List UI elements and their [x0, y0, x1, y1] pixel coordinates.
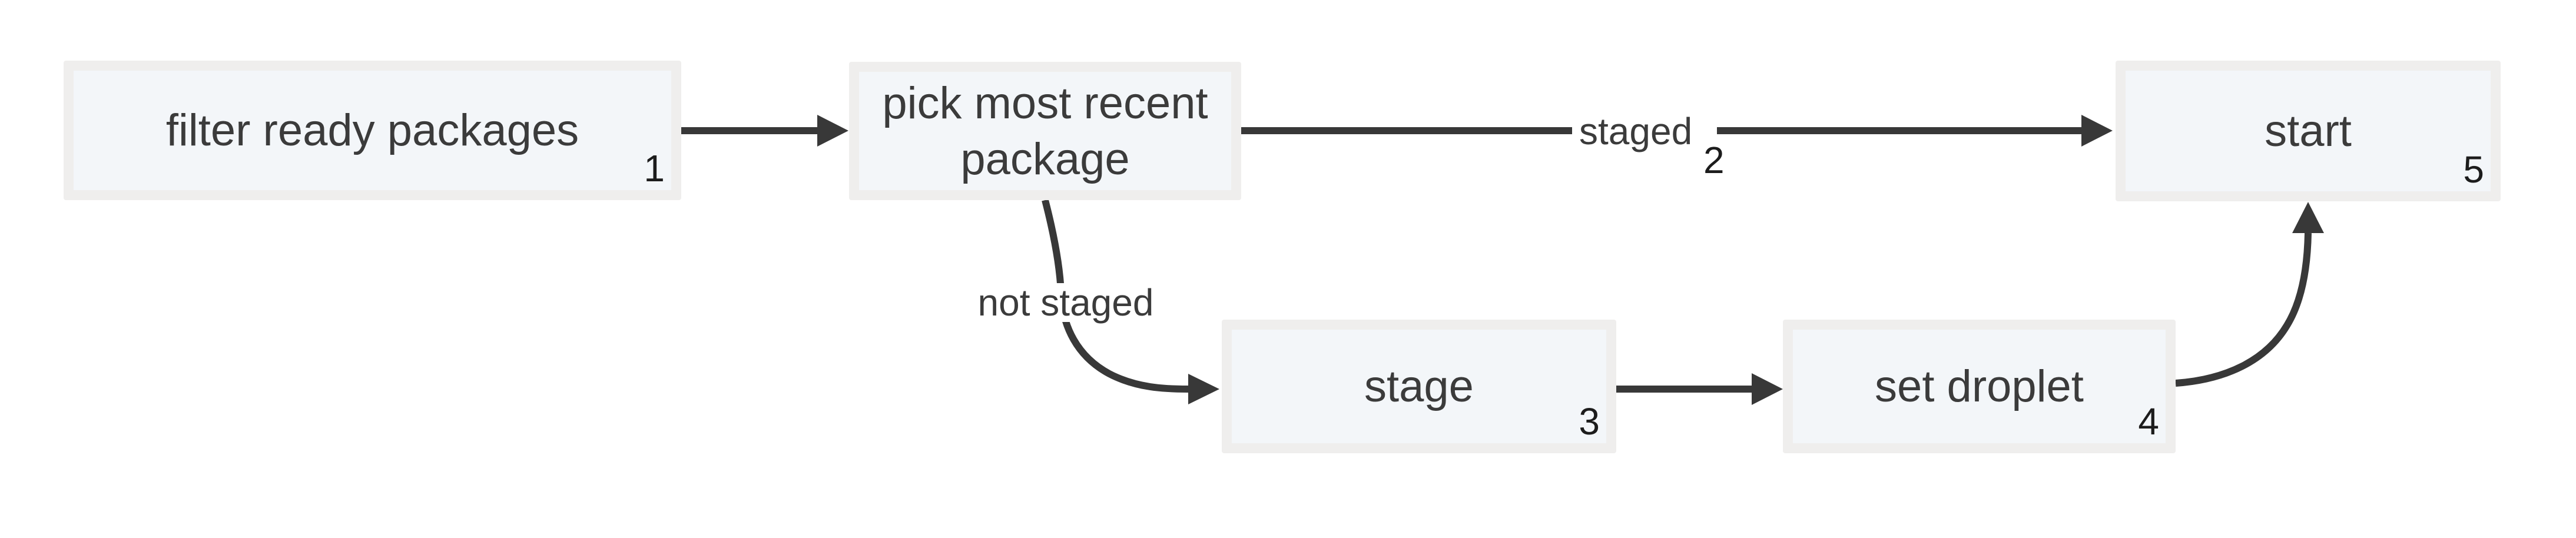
edge-staged-arrowhead	[2081, 115, 2113, 147]
node-set-droplet: set droplet 4	[1783, 320, 2176, 453]
node-start-number: 5	[2463, 148, 2484, 191]
node-pick-most-recent-package: pick most recent package	[849, 62, 1241, 200]
node-stage-label: stage	[1364, 361, 1474, 411]
node-start: start 5	[2116, 61, 2501, 201]
edge-number-staged: 2	[1703, 139, 1725, 181]
edge-stage-to-set-droplet-arrowhead	[1752, 373, 1783, 405]
node-set-droplet-number: 4	[2138, 400, 2159, 443]
node-pick-most-recent-package-label: pick most recent package	[882, 78, 1208, 184]
node-filter-ready-packages-number: 1	[644, 147, 665, 190]
edge-set-droplet-to-start-arrowhead	[2292, 202, 2324, 233]
node-start-label: start	[2265, 106, 2352, 156]
edge-set-droplet-to-start-line	[2175, 233, 2312, 387]
edge-not-staged-arrowhead	[1188, 374, 1219, 404]
node-stage-number: 3	[1579, 400, 1600, 443]
edge-label-staged: staged	[1572, 111, 1717, 152]
edge-label-not-staged: not staged	[972, 283, 1160, 322]
node-stage: stage 3	[1222, 320, 1616, 453]
node-set-droplet-label: set droplet	[1875, 361, 2084, 411]
edge-not-staged-line	[1042, 199, 1189, 393]
node-filter-ready-packages-label: filter ready packages	[165, 105, 579, 155]
edge-filter-to-pick-arrowhead	[817, 115, 848, 147]
node-filter-ready-packages: filter ready packages 1	[64, 61, 681, 200]
